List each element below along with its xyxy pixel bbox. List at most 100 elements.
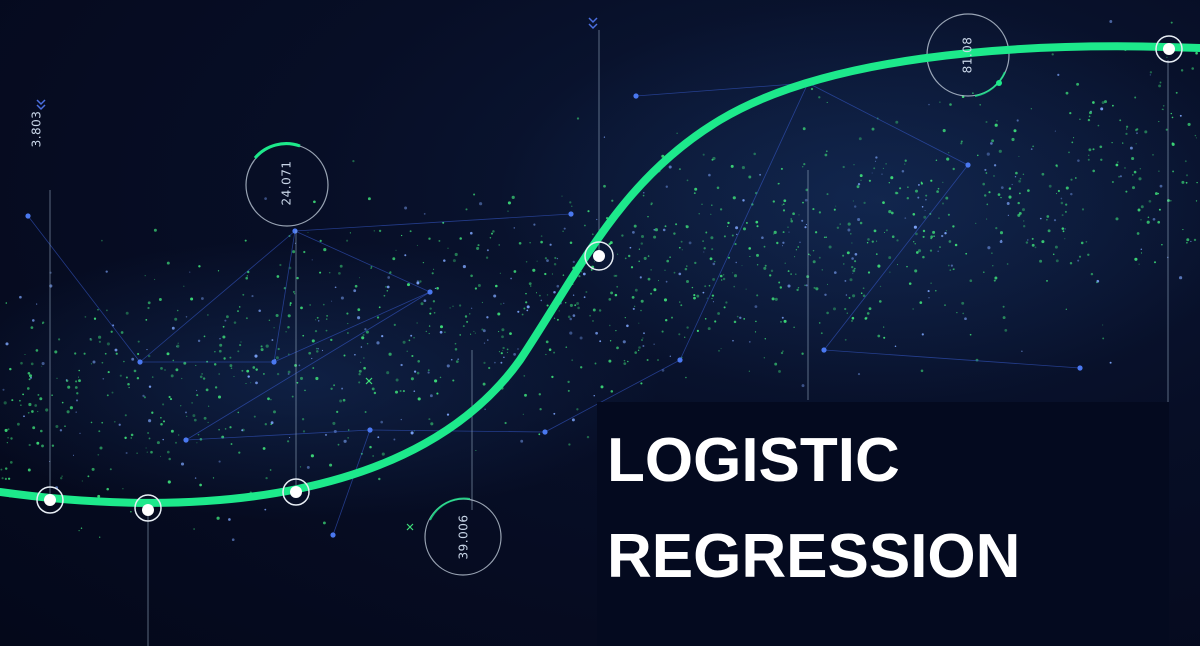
particle (1195, 137, 1197, 139)
particle (400, 234, 403, 237)
particle (779, 286, 783, 289)
particle (710, 213, 712, 215)
particle (889, 271, 891, 273)
particle (1054, 130, 1056, 132)
particle (386, 285, 390, 289)
particle (390, 271, 392, 273)
particle (498, 351, 500, 353)
particle (741, 265, 743, 267)
particle (1153, 261, 1157, 264)
particle (277, 347, 280, 351)
particle (702, 240, 704, 243)
particle (716, 186, 720, 190)
particle (146, 451, 148, 453)
particle (1116, 161, 1119, 163)
particle (678, 333, 681, 336)
particle (1133, 170, 1137, 174)
particle (1162, 108, 1164, 111)
particle (1065, 203, 1068, 206)
particle (1000, 186, 1004, 189)
particle (1138, 177, 1142, 181)
particle (986, 152, 990, 156)
particle (567, 389, 570, 392)
particle (885, 163, 887, 165)
particle (162, 438, 164, 441)
particle (804, 284, 806, 286)
particle (130, 433, 134, 437)
particle (567, 315, 571, 319)
particle (331, 300, 333, 302)
particle (9, 367, 12, 371)
particle (37, 393, 40, 396)
particle (1041, 240, 1045, 244)
particle (253, 415, 256, 418)
particle (41, 365, 43, 367)
particle (583, 296, 586, 299)
particle (454, 342, 457, 345)
particle (787, 284, 791, 288)
particle (1079, 118, 1081, 121)
particle (923, 215, 927, 219)
particle (151, 376, 154, 378)
particle (944, 304, 946, 306)
particle (105, 270, 108, 273)
particle (881, 173, 883, 175)
particle (781, 245, 784, 247)
particle (26, 387, 30, 390)
particle (5, 342, 9, 346)
particle (640, 309, 642, 312)
particle (696, 294, 700, 298)
particle (818, 322, 821, 324)
particle (245, 382, 247, 385)
particle (754, 331, 757, 333)
particle (774, 297, 778, 301)
particle (254, 354, 258, 358)
particle (347, 323, 349, 325)
particle (755, 320, 757, 323)
particle (795, 249, 798, 251)
particle (1171, 142, 1175, 146)
particle (711, 248, 714, 251)
particle (764, 264, 767, 267)
particle (638, 260, 641, 263)
particle (41, 361, 45, 366)
particle (413, 370, 417, 373)
particle (315, 319, 317, 321)
particle (393, 323, 396, 326)
particle (733, 320, 737, 324)
particle (276, 372, 280, 376)
particle (640, 382, 643, 385)
particle (98, 340, 101, 343)
particle (6, 442, 8, 444)
particle (28, 402, 32, 407)
particle (599, 340, 602, 343)
particle (495, 284, 498, 288)
particle (688, 241, 692, 245)
particle (946, 157, 950, 161)
particle (653, 288, 657, 292)
particle (1018, 211, 1022, 215)
particle (36, 441, 40, 445)
particle (848, 296, 851, 299)
particle (176, 344, 180, 348)
particle (304, 389, 306, 392)
network-node (183, 437, 189, 443)
particle (1182, 229, 1184, 231)
network-link (139, 230, 296, 363)
particle (434, 287, 437, 290)
particle (208, 405, 210, 407)
particle (325, 329, 328, 332)
particle (233, 321, 237, 324)
particle (914, 269, 918, 273)
particle (915, 232, 918, 236)
particle (10, 437, 13, 440)
particle (242, 293, 245, 296)
particle (370, 267, 372, 269)
particle (736, 315, 739, 318)
particle (79, 432, 81, 435)
particle (66, 410, 70, 414)
particle (1032, 145, 1034, 148)
particle (501, 328, 505, 332)
particle (325, 318, 328, 320)
